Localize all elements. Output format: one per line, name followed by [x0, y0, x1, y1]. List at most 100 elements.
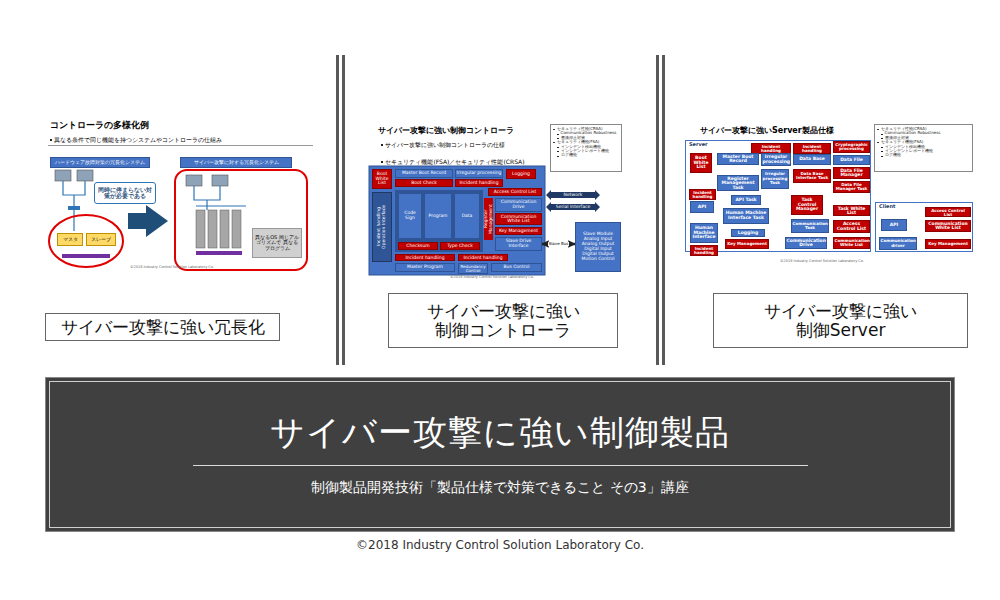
node-text: Motion Control — [577, 257, 620, 262]
text-label: サイバー攻撃に強い制御コントローラの仕様 — [385, 142, 1000, 149]
node-text: Checksum — [400, 244, 437, 249]
node-text: Boot White List — [692, 156, 711, 171]
computer-icon — [212, 175, 228, 186]
node-text: Key Management — [927, 242, 970, 246]
node-text: Irregular processing — [763, 155, 790, 165]
caption-box: サイバー攻撃に強い 制御コントローラ — [388, 293, 618, 348]
heading-box: サイバー攻撃に対する冗長化システム — [180, 157, 292, 168]
node-text: Bus Control — [493, 265, 541, 270]
node-text: サイバー攻撃に強い冗長化 — [50, 318, 275, 337]
switch-icon — [68, 206, 80, 210]
function-box: Communication Drive — [495, 198, 542, 212]
node-text: Communication Drive — [787, 239, 826, 249]
node-text: サイバー攻撃に強い 制御コントローラ — [421, 302, 584, 339]
node-text: Logging — [508, 172, 535, 177]
node-text: Code Sign — [400, 211, 421, 221]
function-box: Code Sign — [398, 193, 422, 239]
function-box: Logging — [731, 229, 765, 237]
node-text: Human Machine Interface Task — [725, 211, 768, 221]
node-text: サイバー攻撃に強い 制御Server — [759, 302, 922, 339]
security-box: Incident handling — [458, 254, 508, 261]
bus-connector — [542, 243, 575, 246]
big-arrow — [128, 205, 168, 237]
function-box: API — [881, 219, 907, 231]
function-box: API Task — [731, 195, 761, 205]
node-text: Data Base — [795, 157, 830, 162]
security-box: Access Control List — [488, 188, 542, 196]
controller-rack — [232, 210, 241, 248]
function-box: API — [690, 201, 714, 213]
controller-rack — [208, 210, 217, 248]
node-text: Master Boot Record — [719, 155, 758, 165]
subtitle: 制御製品開発技術「製品仕様で対策できること その3」講座 — [46, 480, 954, 495]
node-text: サイバー攻撃に対する冗長化システム — [182, 160, 290, 166]
title-panel: サイバー攻撃に強い制御製品制御製品開発技術「製品仕様で対策できること その3」講… — [45, 377, 955, 532]
function-box: Master Boot Record — [395, 169, 453, 178]
node-text: Access Control List — [835, 222, 869, 232]
function-box: Data File — [833, 155, 870, 165]
security-box: Incident handling — [690, 245, 718, 256]
node-text: Data File Manager Task — [835, 183, 869, 192]
function-box: Master Boot Record — [717, 153, 759, 165]
security-box: Cryptographic processing — [833, 141, 870, 153]
function-box: Slave Drive Interface — [495, 237, 542, 251]
computer-icon — [186, 175, 202, 186]
node-text: ログ機能 — [561, 153, 619, 157]
function-box: Data Base — [793, 154, 831, 165]
function-box: Data — [454, 193, 480, 239]
panel-box: ClientAPIAccess Control ListCommunicatio… — [875, 202, 973, 252]
security-box: Boot Check — [395, 179, 453, 187]
node-text: Boot Check — [397, 181, 452, 186]
node-text: Data File Manager — [835, 169, 869, 179]
function-box: Bus Control — [491, 263, 542, 272]
node-text: Communication White List — [497, 215, 541, 225]
node-text: Program — [426, 214, 451, 219]
text-label: Serial Interface — [546, 205, 600, 210]
panel-box: ServerBoot White ListIncident handlingIn… — [685, 140, 871, 252]
node-text: Incident handling — [692, 247, 717, 256]
function-box: Communication driver — [879, 237, 917, 250]
security-box: Key Management — [495, 227, 542, 235]
node-text: Irregular processing — [457, 171, 502, 176]
text-label: Network — [546, 193, 600, 198]
node-text: API — [692, 205, 713, 210]
program-area — [395, 190, 483, 252]
node-text: Data — [456, 214, 479, 219]
text-label: サイバー攻撃に強い制御コントローラ — [378, 127, 514, 136]
function-box: Irregular processing Task — [761, 169, 789, 189]
function-box: Master Program — [395, 263, 455, 272]
node-text: Slave Drive Interface — [497, 239, 541, 249]
separator-line — [656, 55, 659, 365]
node-text: Master Boot Record — [397, 171, 452, 176]
node-text: Irregular processing Task — [763, 172, 788, 185]
security-box: Data File Manager — [833, 167, 870, 179]
security-box: Data Base Interface Task — [793, 169, 831, 183]
bullet-bar: 異なる条件で同じ機能を持つシステムやコントローラの仕組み — [48, 135, 313, 146]
node-text: Master Program — [397, 265, 454, 270]
security-box: Boot White List — [372, 169, 392, 189]
text-label: サイバー攻撃に強いServer製品仕様 — [700, 127, 834, 136]
text-label: ©2018 Industry Control Solution Laborato… — [0, 539, 1000, 552]
security-box: Incident handling — [793, 143, 831, 154]
node-text: Access Control List — [490, 190, 541, 195]
node-text: Incident handling — [397, 256, 454, 261]
node-text: Human Machine Interface — [692, 226, 717, 241]
node-text: Incident handling — [795, 145, 830, 154]
node-text: Operation Interface — [382, 205, 387, 249]
node-text: Type Check — [442, 244, 479, 249]
function-box: Redundancy Control — [458, 263, 488, 274]
node-text: Logging — [733, 231, 764, 236]
separator-line — [336, 55, 339, 365]
text-label: ©2018 Industry Control Solution Laborato… — [780, 260, 864, 264]
highlight-circle — [49, 215, 123, 267]
node-text: Incident handling — [460, 256, 507, 261]
security-box: Boot White List — [690, 153, 712, 173]
callout-box: 同時に停まらない対策が必要である — [94, 182, 156, 204]
node-text: Communication Task — [793, 222, 828, 231]
text-label: セキュリティ機能(FSA)／セキュリティ性能(CRSA) — [385, 159, 1000, 166]
note-box: 異なるOS 同じアルゴリズムで 異なるプログラム — [252, 228, 302, 258]
node-text: Communication driver — [881, 239, 916, 248]
highlight-region — [175, 170, 307, 270]
node-text: Access Control List — [927, 209, 970, 218]
